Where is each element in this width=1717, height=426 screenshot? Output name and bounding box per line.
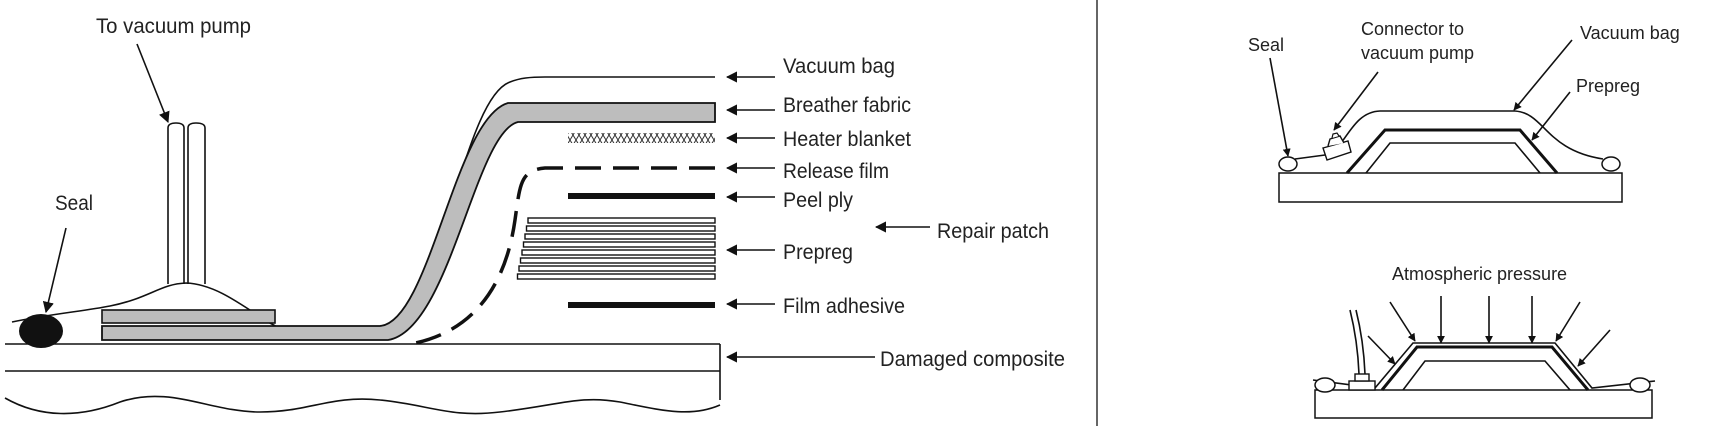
tool-base [1278, 172, 1623, 203]
label-release-film: Release film [783, 160, 889, 183]
tool-inner-profile [1365, 142, 1541, 174]
right-bottom-diagram: Atmospheric pressure [1312, 264, 1656, 419]
label-seal: Seal [1248, 35, 1284, 55]
right-top-diagram: Seal Connector to vacuum pump Vacuum bag… [1248, 19, 1680, 203]
damaged-composite-substrate [4, 343, 721, 415]
tool-inner-profile [1402, 360, 1571, 391]
connector-arrow [1333, 71, 1379, 131]
label-seal: Seal [55, 192, 93, 215]
label-film-adhesive: Film adhesive [783, 295, 905, 318]
prepreg-ply [519, 257, 716, 264]
prepreg-ply [524, 233, 716, 240]
label-connector-line1: Connector to [1361, 19, 1464, 39]
label-breather-fabric: Breather fabric [783, 94, 911, 117]
prepreg-layer [1380, 345, 1590, 391]
label-connector-line2: vacuum pump [1361, 43, 1474, 63]
breather-fabric-layer [101, 102, 716, 341]
seal-right [1629, 377, 1651, 393]
vacuum-port [101, 122, 276, 324]
prepreg-ply [521, 249, 716, 256]
seal-arrow [1269, 57, 1291, 157]
label-prepreg: Prepreg [1576, 76, 1640, 96]
label-atmospheric-pressure: Atmospheric pressure [1392, 264, 1567, 284]
seal-left [1278, 156, 1298, 172]
tool-base [1314, 389, 1653, 419]
seal-bead [19, 314, 63, 348]
prepreg-ply [522, 241, 716, 248]
prepreg-stack [516, 217, 716, 280]
pressure-arrow [1577, 329, 1611, 367]
label-heater-blanket: Heater blanket [783, 128, 911, 151]
left-diagram: To vacuum pump Seal Vacuum bag Breather … [4, 15, 1065, 415]
vacuum-bag-arrow [1513, 39, 1573, 111]
prepreg-ply [527, 217, 716, 224]
pressure-arrows [1367, 296, 1611, 367]
prepreg-layer [1345, 128, 1559, 174]
label-damaged-composite: Damaged composite [880, 348, 1065, 371]
seal-arrow [42, 227, 67, 314]
vacuum-connector [1322, 132, 1352, 161]
to-vacuum-pump-arrow [136, 43, 170, 124]
seal-right [1601, 156, 1621, 172]
label-to-vacuum-pump: To vacuum pump [96, 15, 251, 38]
vacuum-connector-hose [1348, 309, 1376, 391]
label-peel-ply: Peel ply [783, 189, 853, 212]
prepreg-arrow [1531, 91, 1571, 141]
pressure-arrow [1389, 301, 1416, 342]
prepreg-ply [516, 273, 716, 280]
label-repair-patch: Repair patch [937, 220, 1049, 243]
pressure-arrow [1555, 301, 1581, 342]
heater-blanket-layer [568, 133, 715, 143]
label-vacuum-bag: Vacuum bag [1580, 23, 1680, 43]
release-film-layer [404, 166, 715, 347]
label-vacuum-bag: Vacuum bag [783, 55, 895, 78]
prepreg-ply [518, 265, 716, 272]
label-prepreg: Prepreg [783, 241, 853, 264]
seal-left [1314, 377, 1336, 393]
prepreg-ply [525, 225, 716, 232]
pressure-arrow [1367, 335, 1396, 365]
